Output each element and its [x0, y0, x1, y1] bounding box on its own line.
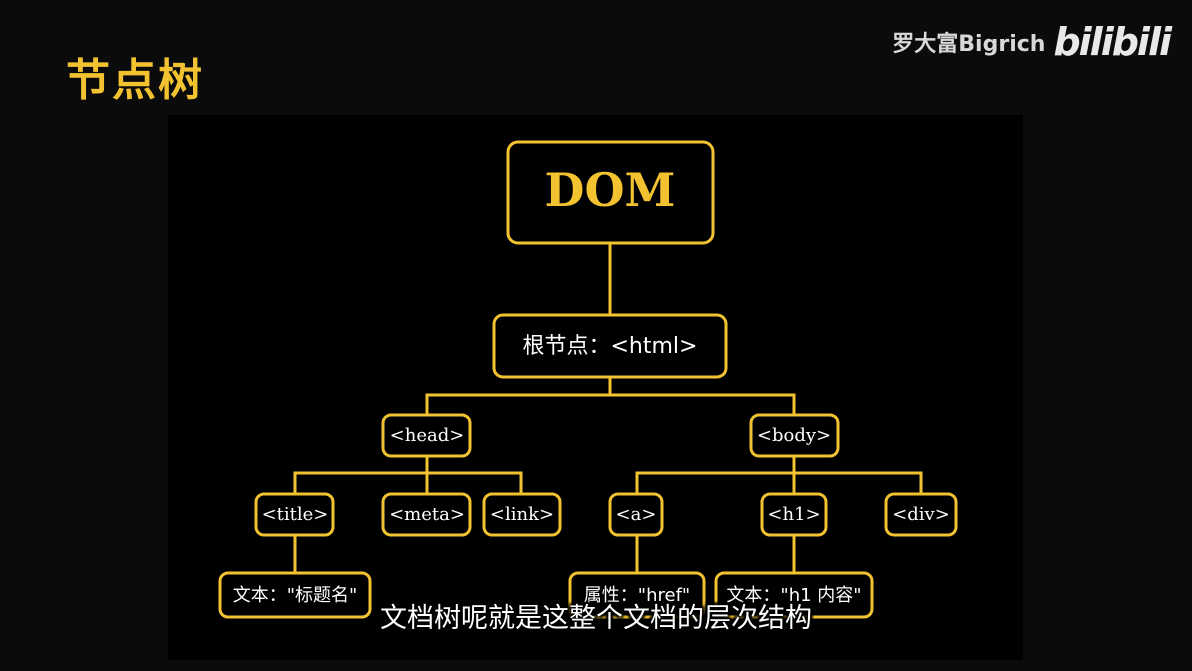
- node-a: <a>: [608, 492, 664, 537]
- node-a-attr-label: 属性："href": [584, 585, 690, 606]
- node-head: <head>: [381, 413, 472, 458]
- node-a-attr: 属性："href": [568, 571, 706, 619]
- edge-html-children: [425, 393, 796, 415]
- node-div: <div>: [884, 492, 958, 537]
- node-html: 根节点：<html>: [492, 313, 728, 379]
- node-title-text: 文本："标题名": [218, 571, 372, 619]
- node-h1: <h1>: [760, 492, 828, 537]
- watermark-author: 罗大富Bigrich: [892, 32, 1046, 57]
- node-html-label: 根节点：<html>: [523, 334, 698, 359]
- node-dom: DOM: [506, 140, 715, 245]
- page-title: 节点树: [66, 55, 204, 106]
- node-body: <body>: [749, 413, 840, 458]
- node-dom-label: DOM: [545, 163, 676, 217]
- node-body-label: <body>: [757, 425, 831, 446]
- node-link: <link>: [482, 492, 562, 537]
- node-h1-text-label: 文本："h1 内容": [726, 585, 861, 606]
- node-a-label: <a>: [616, 504, 657, 525]
- edge-head-children: [293, 471, 523, 494]
- node-meta: <meta>: [381, 492, 472, 537]
- watermark: 罗大富Bigrich bilibili: [892, 20, 1172, 64]
- edge-body-children: [635, 471, 923, 494]
- node-title-label: <title>: [262, 504, 329, 525]
- node-h1-label: <h1>: [767, 504, 820, 525]
- video-subtitle: 文档树呢就是这整个文档的层次结构: [380, 603, 812, 634]
- tree-edges: [293, 243, 923, 573]
- node-head-label: <head>: [390, 425, 465, 446]
- node-link-label: <link>: [490, 504, 554, 525]
- node-div-label: <div>: [892, 504, 950, 525]
- node-title: <title>: [254, 492, 335, 537]
- node-title-text-label: 文本："标题名": [233, 585, 358, 606]
- node-h1-text: 文本："h1 内容": [714, 571, 874, 619]
- bilibili-logo: bilibili: [1053, 20, 1172, 64]
- node-meta-label: <meta>: [389, 504, 465, 525]
